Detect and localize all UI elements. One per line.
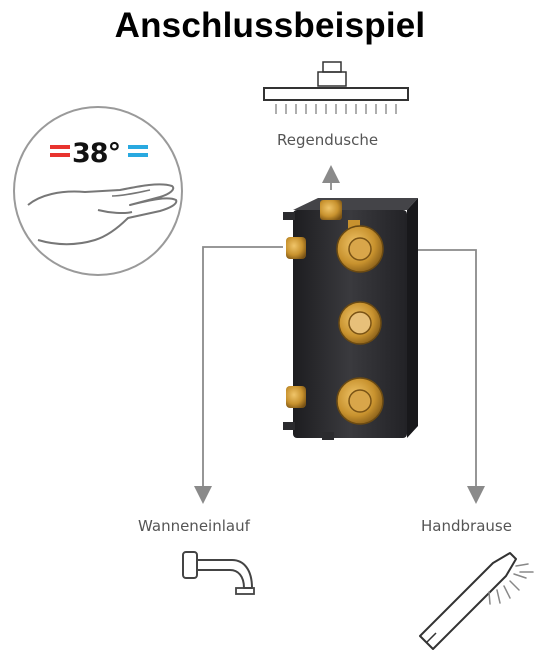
temperature-display: 38° [50,138,150,170]
mixing-valve-body-icon [283,198,418,440]
label-bath-spout: Wanneneinlauf [138,517,250,535]
hand-shower-icon [419,552,534,650]
cold-bar-bottom [128,153,148,157]
cold-bar-top [128,145,148,149]
label-hand-shower: Handbrause [421,517,512,535]
page-title: Anschlussbeispiel [114,6,426,45]
bath-spout-icon [182,551,255,595]
hot-bar-bottom [50,153,70,157]
temperature-value: 38° [72,138,121,169]
rain-shower-icon [263,61,409,114]
arrow-to-bath-spout [194,246,283,504]
hot-bar-top [50,145,70,149]
label-rain-shower: Regendusche [277,131,379,149]
hand-icon [13,106,183,276]
